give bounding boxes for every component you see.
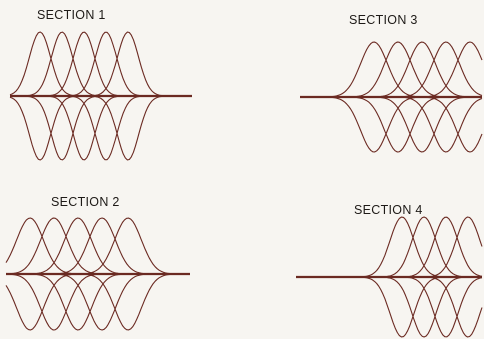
section-2-trace-down-4 [6, 273, 190, 331]
section-2-trace-down-1 [5, 273, 190, 331]
section-1-trace-down-3 [10, 95, 192, 161]
section-1-trace-up-4 [10, 31, 192, 97]
section-1-trace-up-1 [9, 31, 192, 97]
section-2-trace-down-2 [5, 273, 190, 331]
section-2-trace-up-2 [5, 217, 190, 275]
section-1-trace-down-1 [9, 95, 192, 161]
section-3-title: SECTION 3 [349, 13, 418, 27]
section-2-trace-up-5 [6, 217, 190, 275]
section-4-title: SECTION 4 [354, 203, 423, 217]
section-2-traces [5, 217, 190, 331]
section-1-title: SECTION 1 [37, 8, 106, 22]
section-1-trace-down-5 [10, 95, 192, 161]
section-4-trace-down-4 [296, 276, 483, 338]
section-1-trace-up-5 [10, 31, 192, 97]
section-2-trace-up-1 [5, 217, 190, 275]
section-2-trace-down-5 [6, 273, 190, 331]
section-2-title: SECTION 2 [51, 195, 120, 209]
section-3-traces [300, 41, 483, 153]
section-2-trace-up-4 [6, 217, 190, 275]
section-1-trace-up-2 [10, 31, 192, 97]
section-2-trace-up-3 [6, 217, 190, 275]
section-2-trace-down-3 [6, 273, 190, 331]
section-4-trace-up-4 [296, 216, 483, 278]
section-3-trace-down-5 [300, 96, 483, 153]
section-1-trace-down-2 [10, 95, 192, 161]
section-4-traces [296, 216, 483, 338]
section-1-traces [9, 31, 192, 161]
section-1-trace-down-4 [10, 95, 192, 161]
section-1-trace-up-3 [10, 31, 192, 97]
